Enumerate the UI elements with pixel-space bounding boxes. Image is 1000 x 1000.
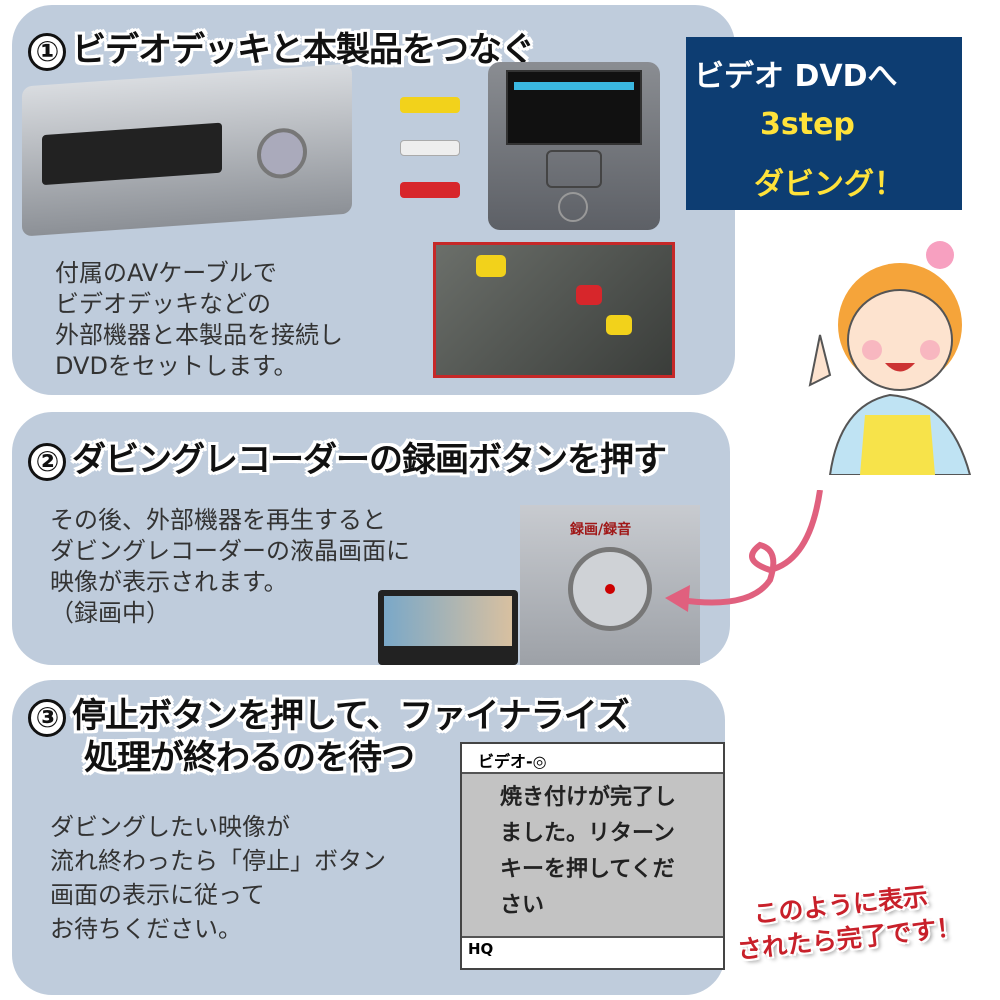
yellow-plug <box>400 97 460 113</box>
recording-screen-photo <box>378 590 518 665</box>
record-button-photo: 録画/録音 <box>520 505 700 665</box>
girl-illustration <box>808 241 972 475</box>
pointing-arrow <box>665 490 823 612</box>
cable-connection-photo <box>433 242 675 378</box>
three-step-badge: ビデオ DVDへ 3step ダビング！ <box>686 37 962 210</box>
white-plug <box>400 140 460 156</box>
step2-body: その後、外部機器を再生するとダビングレコーダーの液晶画面に映像が表示されます。（… <box>50 506 410 627</box>
completion-screen: ビデオ-◎ 焼き付けが完了しました。リターンキーを押してください HQ <box>460 742 725 970</box>
vcr-image <box>22 63 352 237</box>
record-button <box>568 547 652 631</box>
step3-body: ダビングしたい映像が流れ終わったら「停止」ボタン画面の表示に従ってお待ちください… <box>50 813 386 943</box>
completion-callout: このように表示 されたら完了です！ <box>735 881 963 965</box>
red-plug <box>400 182 460 198</box>
completion-message: 焼き付けが完了しました。リターンキーを押してください <box>462 774 723 936</box>
dubbing-recorder-image <box>488 62 660 230</box>
